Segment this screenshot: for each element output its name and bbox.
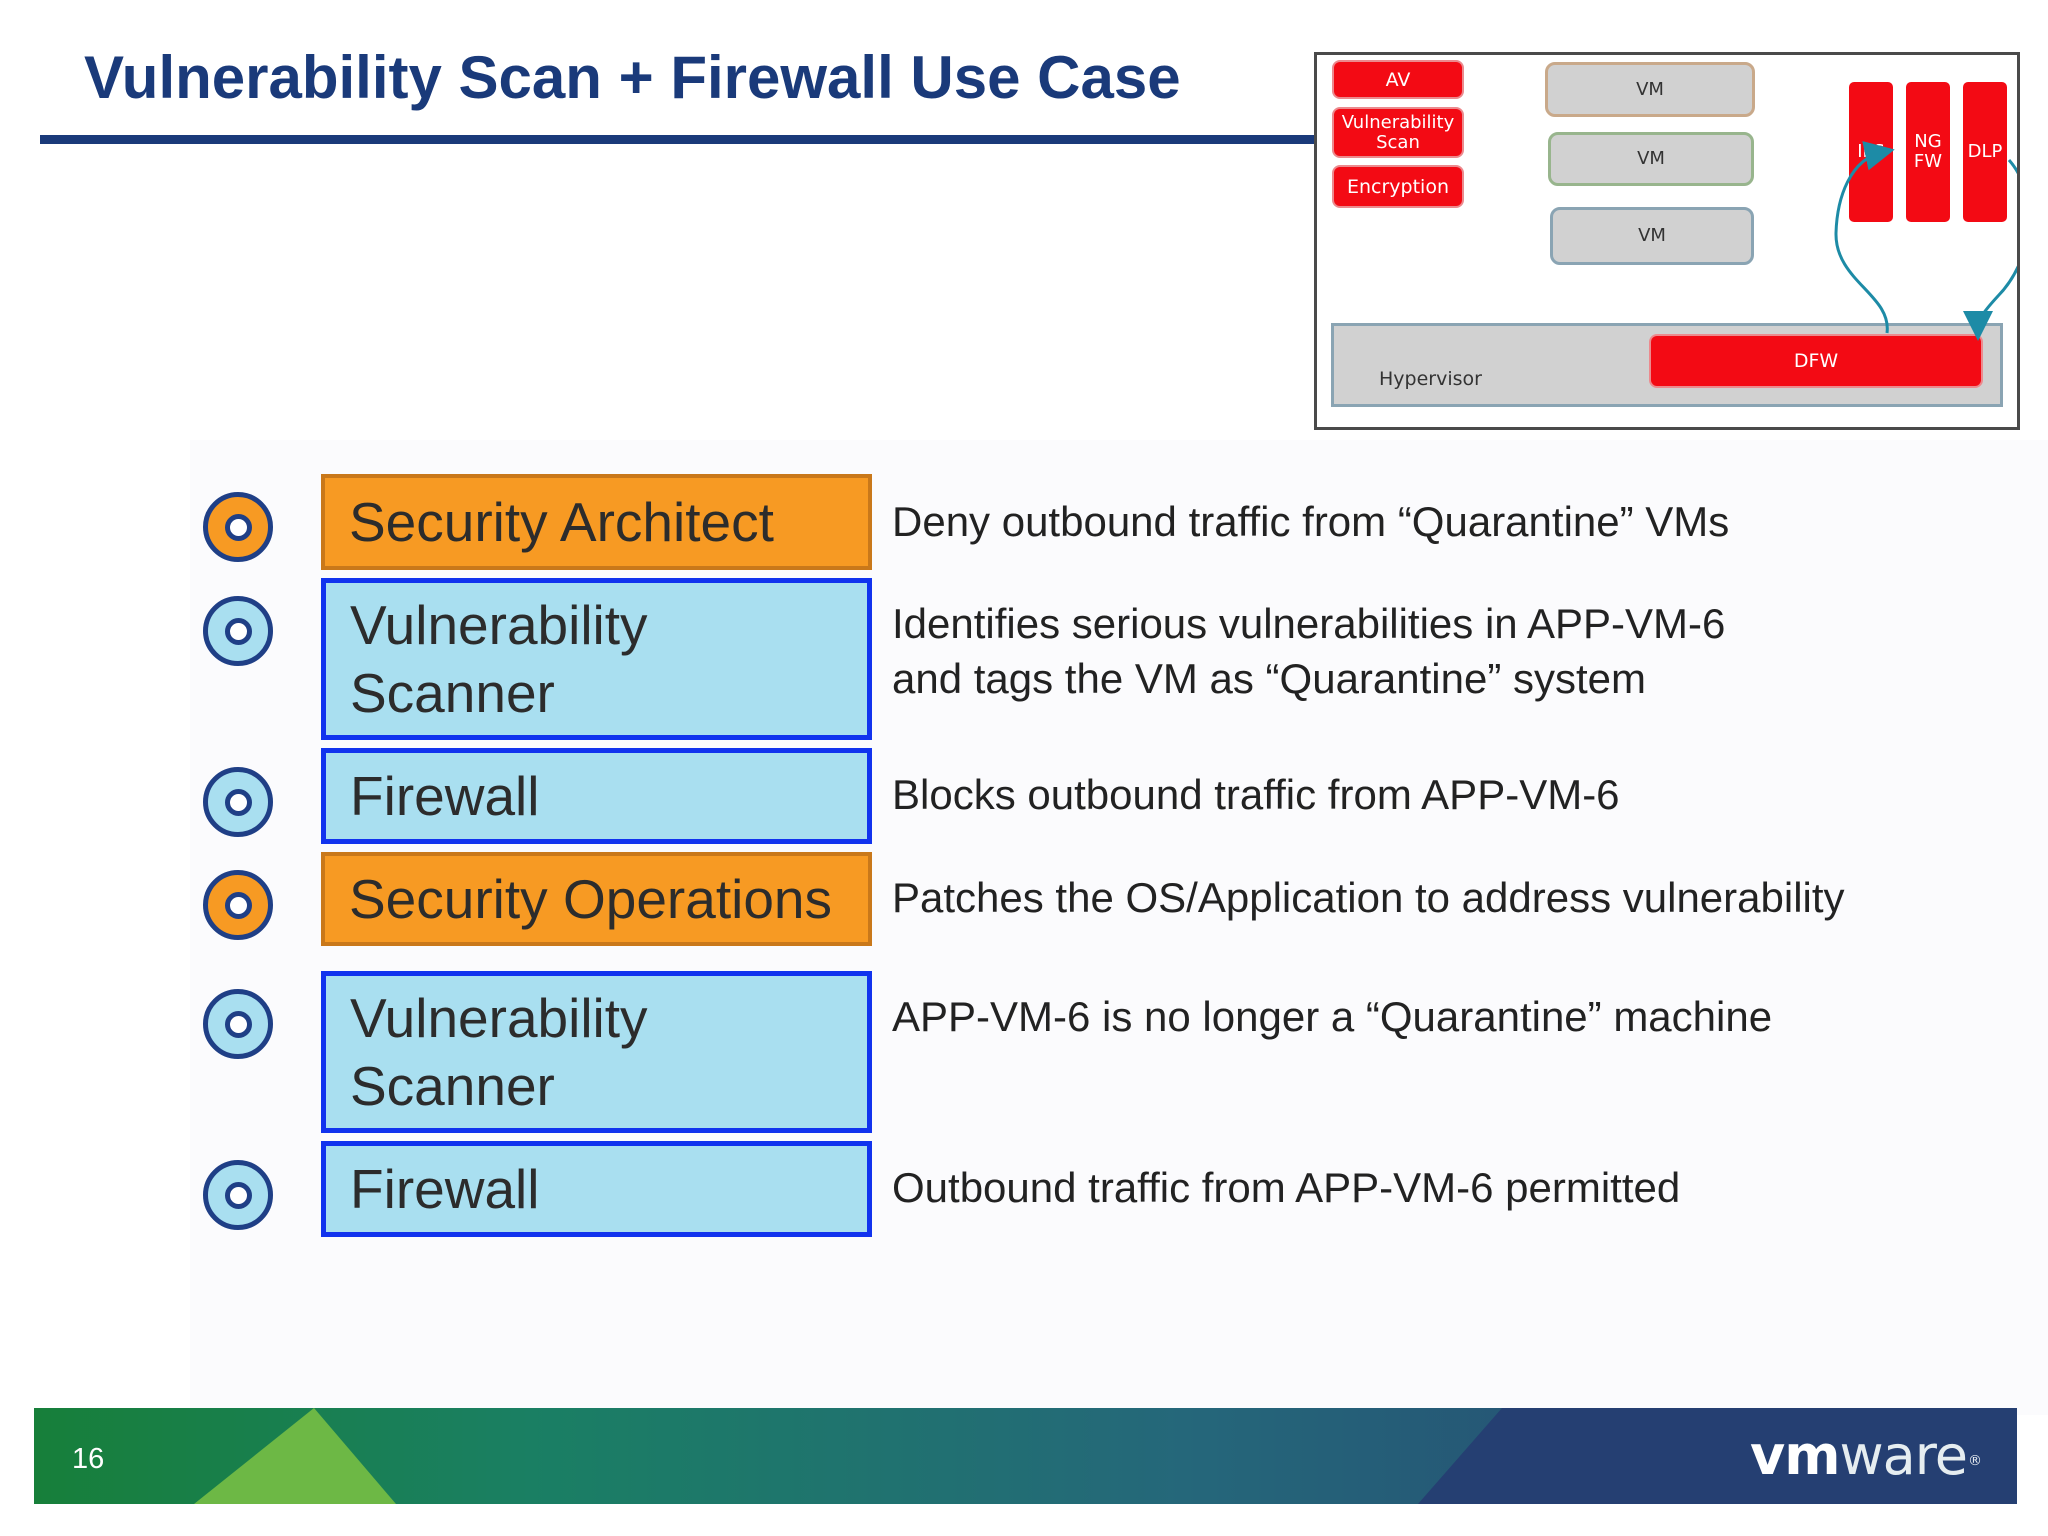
role-box-security-architect: Security Architect bbox=[321, 474, 872, 570]
diagram-service-vulnerability-scan-label: Vulnerability Scan bbox=[1341, 111, 1455, 153]
diagram-vm-3: VM bbox=[1550, 207, 1754, 265]
step-description-firewall-1: Blocks outbound traffic from APP-VM-6 bbox=[892, 771, 1620, 818]
role-box-vulnerability-scanner-2: Vulnerability Scanner bbox=[321, 971, 872, 1133]
diagram-vm-3-label: VM bbox=[1638, 225, 1666, 246]
step-marker-security-operations bbox=[203, 870, 273, 940]
diagram-service-dlp: DLP bbox=[1963, 82, 2007, 222]
diagram-vm-1: VM bbox=[1545, 62, 1755, 117]
diagram-arrow-up bbox=[1834, 141, 1895, 334]
role-label-vulnerability-scanner-1: Vulnerability Scanner bbox=[350, 594, 648, 724]
diagram-dfw-label: DFW bbox=[1793, 350, 1839, 372]
diagram-vm-1-label: VM bbox=[1636, 78, 1664, 100]
title-underline bbox=[40, 135, 1322, 144]
role-box-vulnerability-scanner-1: Vulnerability Scanner bbox=[321, 578, 872, 740]
diagram-service-ng-fw-label: NG FW bbox=[1913, 131, 1943, 172]
role-label-vulnerability-scanner-2: Vulnerability Scanner bbox=[350, 987, 648, 1117]
diagram-traffic-arrows bbox=[1834, 141, 2017, 341]
diagram-vm-2: VM bbox=[1548, 132, 1754, 186]
footer-bar: 16 vmware® bbox=[34, 1408, 2017, 1504]
role-label-security-operations: Security Operations bbox=[349, 868, 832, 930]
diagram-hypervisor-label: Hypervisor bbox=[1379, 368, 1482, 390]
step-description-firewall-2: Outbound traffic from APP-VM-6 permitted bbox=[892, 1164, 1681, 1211]
role-label-firewall-2: Firewall bbox=[350, 1158, 540, 1220]
step-description-vulnerability-scanner-1: Identifies serious vulnerabilities in AP… bbox=[892, 600, 1726, 702]
diagram-service-vulnerability-scan: Vulnerability Scan bbox=[1334, 109, 1462, 156]
role-label-firewall-1: Firewall bbox=[350, 765, 540, 827]
footer-shapes bbox=[194, 1408, 2017, 1504]
diagram-service-dlp-label: DLP bbox=[1967, 141, 2003, 162]
step-marker-firewall-1 bbox=[203, 767, 273, 837]
diagram-service-av: AV bbox=[1334, 62, 1462, 97]
role-box-security-operations: Security Operations bbox=[321, 852, 872, 946]
step-marker-vulnerability-scanner-2 bbox=[203, 989, 273, 1059]
diagram-dfw: DFW bbox=[1651, 336, 1981, 386]
diagram-vm-2-label: VM bbox=[1637, 148, 1665, 169]
step-marker-firewall-2 bbox=[203, 1160, 273, 1230]
diagram-service-av-label: AV bbox=[1385, 68, 1411, 91]
role-box-firewall-2: Firewall bbox=[321, 1141, 872, 1237]
step-description-vulnerability-scanner-2: APP-VM-6 is no longer a “Quarantine” mac… bbox=[892, 993, 1773, 1040]
role-label-security-architect: Security Architect bbox=[349, 491, 774, 553]
diagram-service-ng-fw: NG FW bbox=[1906, 82, 1950, 222]
page-number: 16 bbox=[72, 1443, 105, 1475]
diagram-arrow-down bbox=[1963, 159, 2017, 341]
slide-title: Vulnerability Scan + Firewall Use Case bbox=[84, 44, 1181, 111]
architecture-diagram: AV Vulnerability Scan Encryption VM VM V… bbox=[1314, 52, 2020, 430]
step-description-security-operations: Patches the OS/Application to address vu… bbox=[892, 874, 1845, 921]
step-marker-security-architect bbox=[203, 492, 273, 562]
step-description-security-architect: Deny outbound traffic from “Quarantine” … bbox=[892, 498, 1730, 545]
step-marker-vulnerability-scanner-1 bbox=[203, 596, 273, 666]
role-box-firewall-1: Firewall bbox=[321, 748, 872, 844]
diagram-service-encryption-label: Encryption bbox=[1346, 175, 1449, 198]
diagram-service-encryption: Encryption bbox=[1334, 167, 1462, 206]
vmware-logo: vmware® bbox=[1750, 1424, 1982, 1487]
